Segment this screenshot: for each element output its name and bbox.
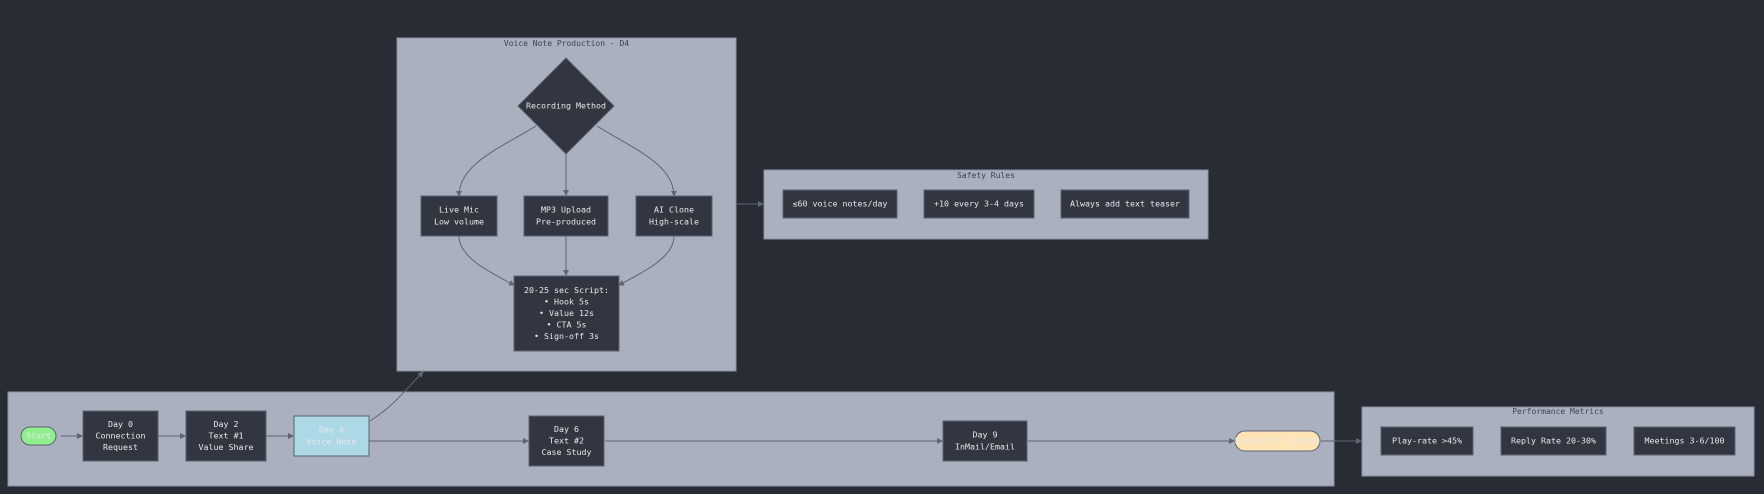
node-live-mic-box xyxy=(420,195,498,237)
node-label-line: • CTA 5s xyxy=(547,320,587,330)
node-label-line: Meetings 3-6/100 xyxy=(1645,436,1725,446)
node-label-line: Low volume xyxy=(434,216,484,226)
node-label-line: Reply Rate 20-30% xyxy=(1511,436,1596,446)
node-label-line: 20-25 sec Script: xyxy=(524,285,609,295)
node-start-pill xyxy=(20,426,57,446)
node-day9-box xyxy=(942,420,1028,462)
cluster-safety-title: Safety Rules xyxy=(957,171,1015,180)
node-label-line: Pre-produced xyxy=(536,216,596,226)
node-ai-clone-box xyxy=(635,195,713,237)
node-label-line: Connection xyxy=(96,431,146,441)
node-label-line: Recording Method xyxy=(526,101,606,111)
edge-voice-note-to-production xyxy=(369,371,424,422)
edge-method-to-ai-clone xyxy=(596,125,677,197)
node-safety-teaser: Always add text teaser xyxy=(1060,189,1190,219)
node-label-line: Day 4 xyxy=(319,425,344,435)
node-start-label: Start xyxy=(26,431,51,441)
node-day2-box xyxy=(185,410,267,462)
node-recording-method: Recording Method xyxy=(517,57,615,155)
node-label-line: Day 2 xyxy=(214,419,239,429)
node-metric-meetings: Meetings 3-6/100 xyxy=(1633,426,1736,456)
node-safety-limit-label: ≤60 voice notes/day xyxy=(793,199,888,209)
node-label-line: AI Clone xyxy=(654,205,694,215)
node-measure-label: Measure & Iterate xyxy=(1235,436,1320,446)
node-label-line: Value Share xyxy=(199,442,254,452)
node-label-line: Text #2 xyxy=(549,436,584,446)
edge-live-mic-to-script xyxy=(458,235,515,286)
node-day4-box xyxy=(293,415,370,457)
node-metric-reply-rate-box xyxy=(1500,426,1607,456)
node-mp3-upload-box xyxy=(523,195,609,237)
node-label-line: Day 6 xyxy=(554,424,579,434)
node-label-line: Day 0 xyxy=(108,419,133,429)
node-label-line: Request xyxy=(103,442,138,452)
node-safety-ramp-box xyxy=(923,189,1035,219)
node-recording-method-label: Recording Method xyxy=(526,101,606,111)
node-label-line: Start xyxy=(26,431,51,441)
node-label-line: Text #1 xyxy=(209,431,244,441)
node-metric-reply-rate-label: Reply Rate 20-30% xyxy=(1511,436,1596,446)
node-label-line: Always add text teaser xyxy=(1070,199,1180,209)
node-metric-meetings-label: Meetings 3-6/100 xyxy=(1645,436,1725,446)
node-safety-teaser-label: Always add text teaser xyxy=(1070,199,1180,209)
node-label-line: ≤60 voice notes/day xyxy=(793,199,888,209)
node-label-line: +10 every 3-4 days xyxy=(934,199,1024,209)
edge-ai-clone-to-script xyxy=(618,235,675,286)
node-measure-pill xyxy=(1234,430,1321,452)
node-label-line: • Hook 5s xyxy=(544,296,589,306)
node-day6-box xyxy=(528,415,605,467)
decision-diamond-icon xyxy=(517,57,615,155)
node-safety-ramp: +10 every 3-4 days xyxy=(923,189,1035,219)
node-label-line: Play-rate >45% xyxy=(1392,436,1462,446)
node-safety-ramp-label: +10 every 3-4 days xyxy=(934,199,1024,209)
cluster-production-title: Voice Note Production - D4 xyxy=(504,39,629,48)
node-measure-iterate: Measure & Iterate xyxy=(1234,430,1321,452)
node-label-line: InMail/Email xyxy=(955,441,1015,451)
node-script: 20-25 sec Script:• Hook 5s • Value 12s • C… xyxy=(513,275,620,352)
node-label-line: Measure & Iterate xyxy=(1235,436,1320,446)
node-label-line: Case Study xyxy=(542,447,592,457)
node-label-line: High-scale xyxy=(649,216,699,226)
node-metric-play-rate-label: Play-rate >45% xyxy=(1392,436,1462,446)
node-start: Start xyxy=(20,426,57,446)
node-label-line: MP3 Upload xyxy=(541,205,591,215)
node-metric-reply-rate: Reply Rate 20-30% xyxy=(1500,426,1607,456)
edge-method-to-live-mic xyxy=(456,125,537,197)
node-safety-limit-box xyxy=(782,189,898,219)
node-label-line: • Value 12s xyxy=(539,308,594,318)
node-script-label: 20-25 sec Script:• Hook 5s • Value 12s • C… xyxy=(524,285,609,341)
node-safety-teaser-box xyxy=(1060,189,1190,219)
node-metric-play-rate-box xyxy=(1380,426,1474,456)
node-label-line: • Sign-off 3s xyxy=(534,331,599,341)
node-day0-box xyxy=(82,410,159,462)
node-label-line: Day 9 xyxy=(973,430,998,440)
node-script-box xyxy=(513,275,620,352)
node-label-line: Voice Note xyxy=(307,436,357,446)
node-safety-limit: ≤60 voice notes/day xyxy=(782,189,898,219)
edges xyxy=(61,125,1362,444)
node-label-line: Live Mic xyxy=(439,205,479,215)
node-metric-meetings-box xyxy=(1633,426,1736,456)
cluster-metrics-title: Performance Metrics xyxy=(1512,407,1604,416)
node-metric-play-rate: Play-rate >45% xyxy=(1380,426,1474,456)
